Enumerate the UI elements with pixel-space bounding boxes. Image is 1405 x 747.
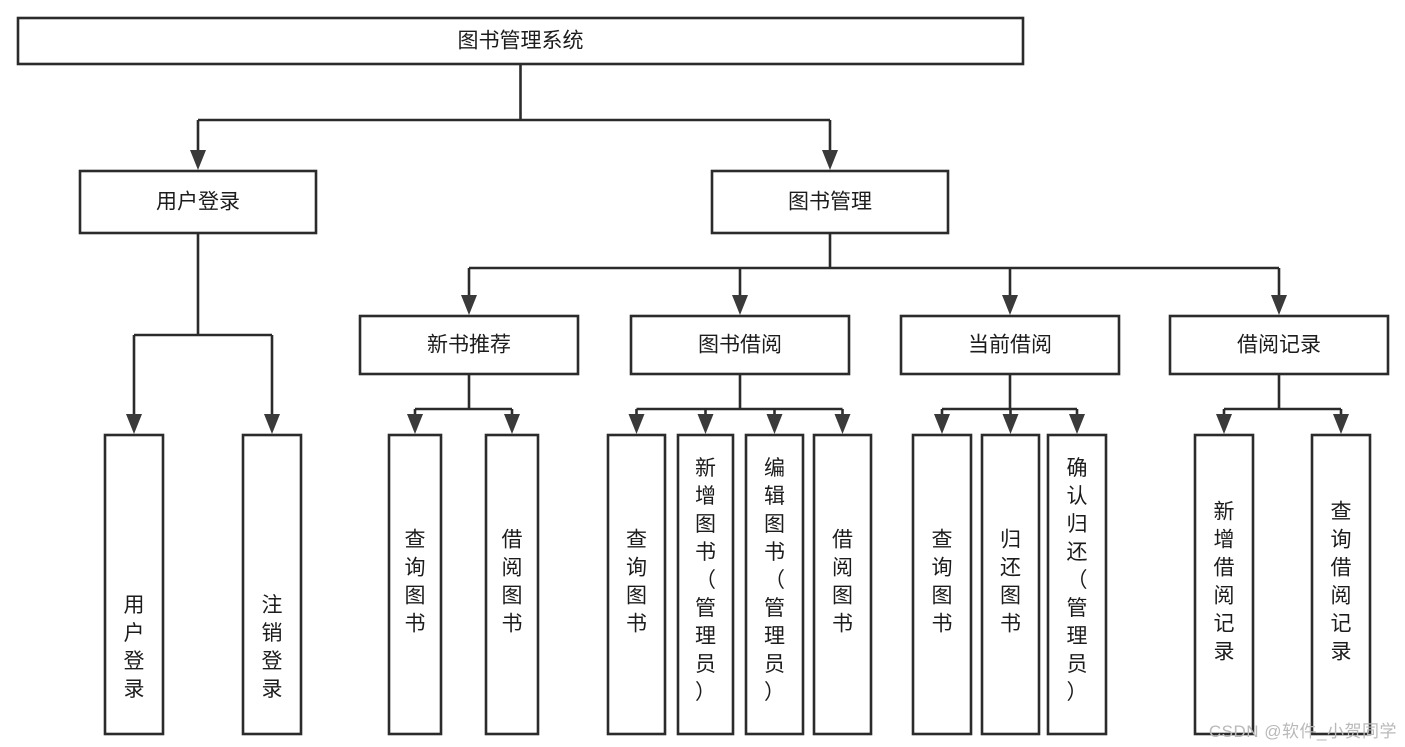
node-leaf-add-book[interactable]: 新增图书（管理员） — [676, 433, 735, 736]
node-box-book-manage — [710, 169, 950, 235]
arrow-head-icon — [504, 414, 520, 434]
node-layer: 图书管理系统用户登录图书管理新书推荐图书借阅当前借阅借阅记录用户登录注销登录查询… — [16, 16, 1390, 736]
node-box-leaf-add-record — [1193, 433, 1255, 736]
node-label-leaf-query-book-2: 查询图书 — [626, 529, 647, 636]
arrow-head-icon — [1002, 295, 1018, 315]
node-root[interactable]: 图书管理系统 — [16, 16, 1025, 66]
node-box-new-book-rec — [358, 314, 580, 376]
node-box-leaf-query-record — [1310, 433, 1372, 736]
node-label-leaf-borrow-book-2: 借阅图书 — [832, 529, 853, 636]
node-label-book-manage: 图书管理 — [788, 191, 872, 214]
node-leaf-query-book-2[interactable]: 查询图书 — [606, 433, 667, 736]
node-label-user-login: 用户登录 — [156, 191, 240, 214]
node-box-leaf-logout — [241, 433, 303, 736]
node-label-leaf-query-record: 查询借阅记录 — [1331, 501, 1352, 664]
node-box-borrow-record — [1168, 314, 1390, 376]
connector-book-borrow — [628, 374, 851, 434]
node-label-leaf-add-record: 新增借阅记录 — [1214, 501, 1235, 664]
node-box-leaf-add-book — [676, 433, 735, 736]
node-box-leaf-query-book-2 — [606, 433, 667, 736]
node-current-borrow[interactable]: 当前借阅 — [899, 314, 1121, 376]
node-label-leaf-user-login: 用户登录 — [124, 594, 145, 701]
node-label-leaf-confirm-return: 确认归还（管理员） — [1067, 457, 1088, 704]
arrow-head-icon — [126, 414, 142, 434]
node-label-leaf-query-book-1: 查询图书 — [405, 529, 426, 636]
node-label-leaf-logout: 注销登录 — [262, 594, 283, 701]
node-borrow-record[interactable]: 借阅记录 — [1168, 314, 1390, 376]
node-label-leaf-query-book-3: 查询图书 — [932, 529, 953, 636]
arrow-head-icon — [1002, 414, 1019, 434]
node-label-root: 图书管理系统 — [458, 30, 584, 53]
node-box-current-borrow — [899, 314, 1121, 376]
arrow-head-icon — [628, 414, 645, 434]
connector-new-book-rec — [407, 374, 520, 434]
node-leaf-confirm-return[interactable]: 确认归还（管理员） — [1046, 433, 1108, 736]
node-box-leaf-user-login — [103, 433, 165, 736]
node-book-manage[interactable]: 图书管理 — [710, 169, 950, 235]
arrow-head-icon — [1216, 414, 1232, 434]
connector-layer — [126, 64, 1349, 434]
node-leaf-query-record[interactable]: 查询借阅记录 — [1310, 433, 1372, 736]
node-box-leaf-borrow-book-1 — [484, 433, 540, 736]
node-label-book-borrow: 图书借阅 — [698, 334, 782, 357]
node-box-leaf-return-book — [980, 433, 1041, 736]
node-book-borrow[interactable]: 图书借阅 — [629, 314, 851, 376]
node-new-book-rec[interactable]: 新书推荐 — [358, 314, 580, 376]
connector-borrow-record — [1216, 374, 1349, 434]
connector-root — [190, 64, 838, 170]
node-leaf-return-book[interactable]: 归还图书 — [980, 433, 1041, 736]
node-box-leaf-query-book-1 — [387, 433, 443, 736]
node-box-root — [16, 16, 1025, 66]
node-box-user-login — [78, 169, 318, 235]
connector-user-login — [126, 233, 280, 434]
arrow-head-icon — [834, 414, 851, 434]
node-label-leaf-add-book: 新增图书（管理员） — [695, 457, 716, 704]
node-leaf-borrow-book-2[interactable]: 借阅图书 — [812, 433, 873, 736]
watermark-label: CSDN @软件_小贺同学 — [1208, 722, 1397, 741]
node-label-leaf-borrow-book-1: 借阅图书 — [502, 529, 523, 636]
node-label-current-borrow: 当前借阅 — [968, 334, 1052, 357]
arrow-head-icon — [732, 295, 748, 315]
arrow-head-icon — [822, 150, 838, 170]
arrow-head-icon — [1069, 414, 1085, 434]
arrow-head-icon — [697, 414, 714, 434]
node-leaf-user-login[interactable]: 用户登录 — [103, 433, 165, 736]
arrow-head-icon — [1271, 295, 1287, 315]
node-leaf-logout[interactable]: 注销登录 — [241, 433, 303, 736]
arrow-head-icon — [190, 150, 206, 170]
arrow-head-icon — [264, 414, 280, 434]
arrow-head-icon — [766, 414, 783, 434]
node-box-book-borrow — [629, 314, 851, 376]
node-user-login[interactable]: 用户登录 — [78, 169, 318, 235]
node-leaf-query-book-3[interactable]: 查询图书 — [911, 433, 973, 736]
node-label-new-book-rec: 新书推荐 — [427, 334, 511, 357]
node-label-leaf-return-book: 归还图书 — [1000, 529, 1021, 636]
connector-current-borrow — [934, 374, 1085, 434]
node-box-leaf-borrow-book-2 — [812, 433, 873, 736]
node-leaf-query-book-1[interactable]: 查询图书 — [387, 433, 443, 736]
arrow-head-icon — [1333, 414, 1349, 434]
node-label-borrow-record: 借阅记录 — [1237, 334, 1321, 357]
arrow-head-icon — [461, 295, 477, 315]
node-leaf-edit-book[interactable]: 编辑图书（管理员） — [744, 433, 805, 736]
node-box-leaf-confirm-return — [1046, 433, 1108, 736]
node-box-leaf-edit-book — [744, 433, 805, 736]
arrow-head-icon — [407, 414, 423, 434]
connector-book-manage — [461, 233, 1287, 315]
node-box-leaf-query-book-3 — [911, 433, 973, 736]
arrow-head-icon — [934, 414, 950, 434]
node-label-leaf-edit-book: 编辑图书（管理员） — [764, 457, 785, 704]
node-leaf-borrow-book-1[interactable]: 借阅图书 — [484, 433, 540, 736]
node-leaf-add-record[interactable]: 新增借阅记录 — [1193, 433, 1255, 736]
